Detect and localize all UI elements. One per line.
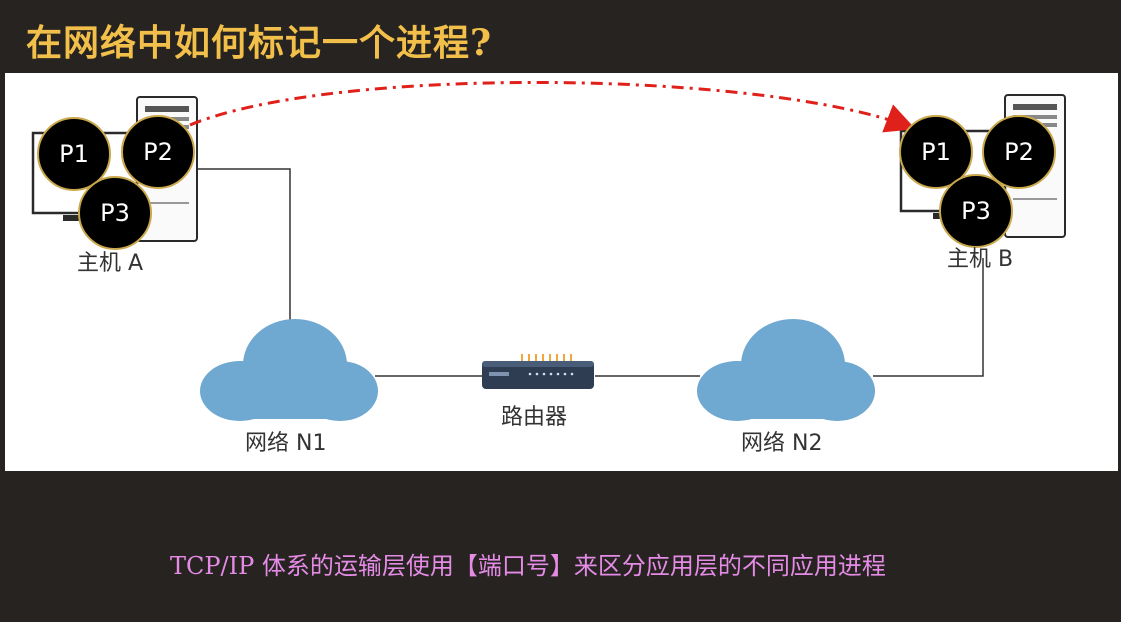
network-n1-label: 网络 N1 [245, 431, 327, 456]
process-p1-host-b: P1 [899, 115, 973, 189]
process-label: P1 [921, 138, 951, 166]
process-p3-host-b: P3 [939, 174, 1013, 248]
process-p3-host-a: P3 [78, 176, 152, 250]
process-p2-host-a: P2 [121, 115, 195, 189]
process-label: P2 [1004, 138, 1034, 166]
cloud-icon-n1 [200, 319, 378, 421]
process-p2-host-b: P2 [982, 115, 1056, 189]
cloud-icon-n2 [697, 319, 875, 421]
process-label: P1 [59, 140, 89, 168]
caption-text: TCP/IP 体系的运输层使用【端口号】来区分应用层的不同应用进程 [170, 552, 886, 580]
link-n2-to-host-b [873, 258, 984, 377]
router-label: 路由器 [501, 405, 568, 430]
process-communication-arrow [189, 81, 916, 133]
host-a-label: 主机 A [77, 251, 144, 276]
page-title: 在网络中如何标记一个进程? [26, 22, 493, 64]
network-n2-label: 网络 N2 [741, 431, 823, 456]
network-diagram: P1 P2 P3 P1 P2 P3 主机 A 主机 B 网络 N1 路由器 网络… [5, 73, 1118, 471]
process-label: P2 [143, 138, 173, 166]
router-icon [482, 354, 594, 389]
host-b-label: 主机 B [947, 247, 1014, 272]
process-label: P3 [100, 199, 130, 227]
link-host-a-to-n1 [195, 168, 291, 333]
process-label: P3 [961, 197, 991, 225]
